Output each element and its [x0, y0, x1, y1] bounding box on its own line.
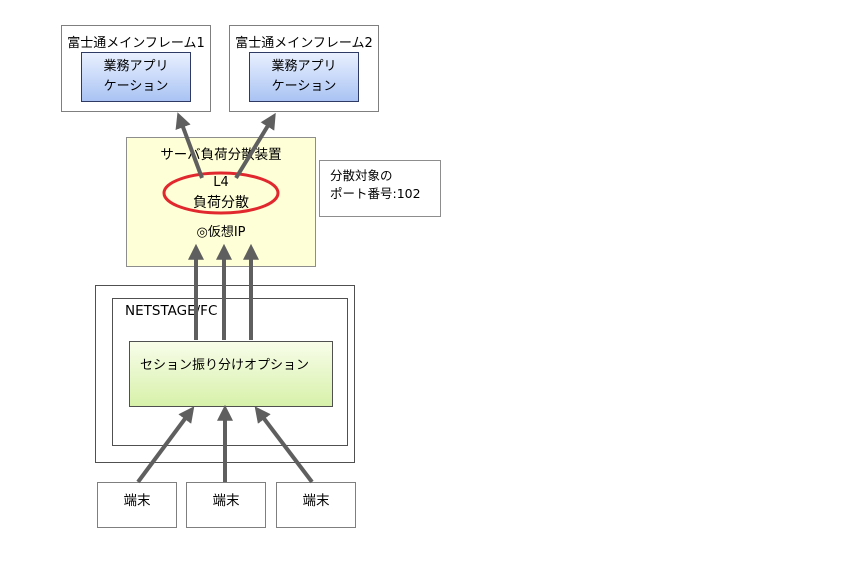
load-balancer-title: サーバ負荷分散装置	[160, 147, 282, 163]
mainframe-1-app-line1: 業務アプリ	[103, 59, 169, 74]
terminal-2-label: 端末	[212, 493, 240, 509]
mainframe-2-app-line2: ケーション	[271, 79, 337, 94]
port-note-line2: ポート番号:102	[330, 186, 421, 201]
mainframe-1-box: 富士通メインフレーム1 業務アプリ ケーション	[61, 25, 211, 112]
netstage-title: NETSTAGE/FC	[125, 303, 218, 319]
terminal-3-label: 端末	[302, 493, 330, 509]
mainframe-1-app-line2: ケーション	[103, 79, 169, 94]
session-option-box: セション振り分けオプション	[129, 341, 333, 407]
mainframe-1-app-box: 業務アプリ ケーション	[81, 52, 191, 102]
mainframe-2-box: 富士通メインフレーム2 業務アプリ ケーション	[229, 25, 379, 112]
port-note-line1: 分散対象の	[330, 168, 393, 183]
netstage-outer-box: NETSTAGE/FC セション振り分けオプション	[95, 285, 355, 463]
port-note-box: 分散対象の ポート番号:102	[319, 160, 441, 217]
l4-label: L4	[213, 175, 229, 190]
mainframe-2-app-box: 業務アプリ ケーション	[249, 52, 359, 102]
mainframe-2-app-line1: 業務アプリ	[271, 59, 337, 74]
virtual-ip-label: ◎仮想IP	[196, 225, 246, 240]
terminal-1: 端末	[97, 482, 177, 528]
load-balancer-box: サーバ負荷分散装置 L4 負荷分散 ◎仮想IP	[126, 137, 316, 267]
terminal-1-label: 端末	[123, 493, 151, 509]
terminal-3: 端末	[276, 482, 356, 528]
netstage-inner-box: NETSTAGE/FC セション振り分けオプション	[112, 298, 348, 446]
mainframe-1-title: 富士通メインフレーム1	[67, 36, 205, 51]
session-option-label: セション振り分けオプション	[140, 358, 310, 373]
terminal-2: 端末	[186, 482, 266, 528]
mainframe-2-title: 富士通メインフレーム2	[235, 36, 373, 51]
l4-load-balancing-label: 負荷分散	[193, 195, 249, 211]
